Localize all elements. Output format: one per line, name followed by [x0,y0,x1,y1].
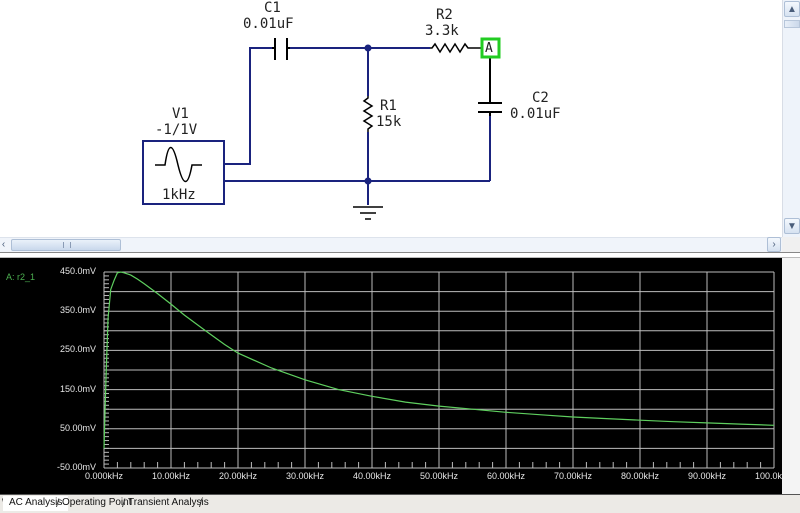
junction-dot [364,177,372,185]
r2-resistor [430,42,482,54]
tab-transient-analysis[interactable]: Transient Analysis [128,497,209,508]
x-tick-label: 80.00kHz [620,471,660,481]
analysis-tab-bar: \ AC Analysis / Operating Point / Transi… [0,494,800,513]
y-tick-label: 450.0mV [59,266,96,276]
r1-ref: R1 [380,98,397,114]
r2-ref: R2 [436,7,453,23]
scroll-right-button[interactable]: › [767,237,781,252]
grip-icon [63,242,71,248]
r1-resistor [362,96,374,132]
sine-wave-icon [155,146,202,183]
horizontal-scroll-thumb[interactable] [11,239,121,251]
scroll-down-button[interactable]: ▼ [784,218,800,234]
ac-analysis-plot [103,271,775,469]
x-tick-label: 70.00kHz [553,471,593,481]
tab-separator: / [122,496,126,510]
y-tick-label: 250.0mV [59,344,96,355]
tab-separator: / [56,496,60,510]
y-tick-label: -50.00mV [56,462,96,472]
x-tick-label: 50.00kHz [419,471,459,481]
scroll-left-button[interactable]: ‹ [1,239,6,250]
x-tick-label: 10.00kHz [151,471,191,481]
schematic-canvas[interactable]: C1 0.01uF V1 -1/1V 1kHz R1 15k R2 3.3k C… [0,0,782,237]
v1-source [142,140,225,205]
r2-value: 3.3k [425,23,459,39]
v1-frequency: 1kHz [162,187,196,203]
trace-line [103,271,775,449]
y-tick-label: 350.0mV [59,305,96,316]
c1-ref: C1 [264,0,281,16]
x-tick-label: 90.00kHz [687,471,727,481]
pane-splitter[interactable] [0,252,800,258]
wire [224,47,272,165]
x-tick-label: 20.00kHz [218,471,258,481]
ground-icon [353,206,383,220]
circuit-diagram [142,37,502,220]
x-tick-label: 40.00kHz [352,471,392,481]
y-tick-label: 150.0mV [59,383,96,394]
x-tick-label: 100.0kHz [754,471,794,481]
scrollbar-corner [782,237,800,252]
grapher-panel[interactable]: A: r2_1 450.0mV 350.0mV 250.0mV 150.0mV 50.0… [0,258,793,494]
v1-ref: V1 [172,106,189,122]
junction-dot [364,44,372,52]
grapher-margin [782,258,800,494]
c1-value: 0.01uF [243,16,294,32]
trace-legend: A: r2_1 [6,272,36,282]
c2-value: 0.01uF [510,106,561,122]
horizontal-scrollbar[interactable]: ‹ › [0,237,782,253]
probe-label: A [485,41,493,56]
r1-value: 15k [376,114,402,130]
x-tick-label: 0.000kHz [84,471,124,481]
vertical-scrollbar[interactable]: ▲ ▼ [782,0,800,237]
x-tick-label: 60.00kHz [486,471,526,481]
tab-operating-point[interactable]: Operating Point [62,497,132,508]
vertical-scroll-thumb[interactable] [784,20,800,28]
tab-ac-analysis[interactable]: AC Analysis [3,496,69,511]
c2-ref: C2 [532,90,549,106]
probe-a [480,37,501,59]
v1-value: -1/1V [155,122,198,138]
tab-separator: / [199,496,203,510]
y-tick-label: 50.00mV [59,422,96,433]
x-tick-label: 30.00kHz [285,471,325,481]
scroll-up-button[interactable]: ▲ [784,1,800,17]
